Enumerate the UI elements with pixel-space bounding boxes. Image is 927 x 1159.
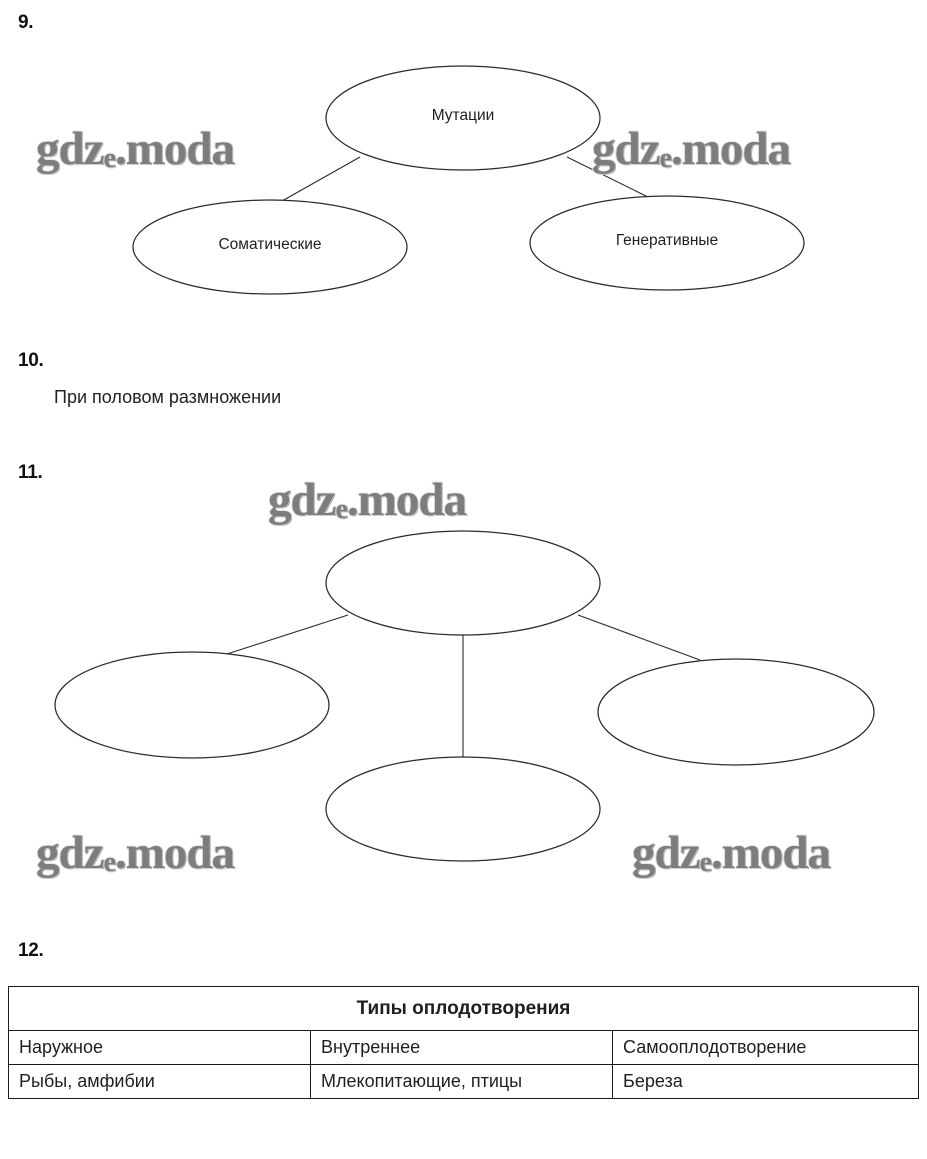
table-column-header-1: Наружное [8,1030,311,1065]
watermark-gdz-moda-11-left: gdze.moda [36,827,235,879]
watermark-gdz-moda-11-right: gdze.moda [632,827,831,879]
watermark-text-tail: .moda [710,827,831,879]
watermark-text-part: gdz [632,827,700,879]
watermark-text-sub: e [699,847,712,878]
ellipse-blank-left[interactable] [54,651,330,759]
watermark-text-sub: e [335,494,348,525]
watermark-text-sub: e [103,847,116,878]
connector-top-to-left [226,614,349,655]
ellipse-blank-right[interactable] [597,658,875,766]
ellipse-mutations-label: Мутации [432,107,495,124]
ellipse-somatic [132,199,408,295]
watermark-text-part: gdz [592,123,660,175]
ellipse-blank-bottom[interactable] [325,756,601,862]
watermark-text-part: gdz [36,827,104,879]
watermark-text-tail: .moda [346,474,467,526]
table-row: Рыбы, амфибии Млекопитающие, птицы Берез… [8,1064,919,1099]
task-10-answer-text: При половом размножении [54,387,282,407]
connector-top-to-right [577,614,701,661]
table-column-header-3: Самооплодотворение [612,1030,919,1065]
table-title-cell: Типы оплодотворения [8,986,919,1031]
table-cell-example-2: Млекопитающие, птицы [310,1064,613,1099]
ellipse-generative-label: Генеративные [616,232,718,249]
ellipse-blank-top[interactable] [325,530,601,636]
table-cell-example-1: Рыбы, амфибии [8,1064,311,1099]
task-number-9: 9. [18,12,34,33]
watermark-text-part: gdz [36,123,104,175]
table-column-header-2: Внутреннее [310,1030,613,1065]
watermark-text-tail: .moda [114,123,235,175]
watermark-text-sub: e [103,143,116,174]
connector-root-to-somatic [281,156,361,202]
watermark-text-tail: .moda [114,827,235,879]
watermark-gdz-moda-11-top: gdze.moda [268,474,467,526]
ellipse-generative [529,195,805,291]
watermark-text-part: gdz [268,474,336,526]
fertilization-types-table: Типы оплодотворения Наружное Внутреннее … [8,986,919,1099]
task-number-10: 10. [18,350,44,371]
watermark-text-tail: .moda [670,123,791,175]
table-cell-example-3: Береза [612,1064,919,1099]
task-number-12: 12. [18,940,44,961]
table-title-row: Типы оплодотворения [8,986,919,1031]
watermark-text-sub: e [659,143,672,174]
task-number-11: 11. [18,462,43,483]
ellipse-mutations [325,65,601,171]
ellipse-somatic-label: Соматические [218,236,321,253]
watermark-gdz-moda-9-left: gdze.moda [36,123,235,175]
watermark-gdz-moda-9-right: gdze.moda [592,123,791,175]
table-header-row: Наружное Внутреннее Самооплодотворение [8,1030,919,1065]
